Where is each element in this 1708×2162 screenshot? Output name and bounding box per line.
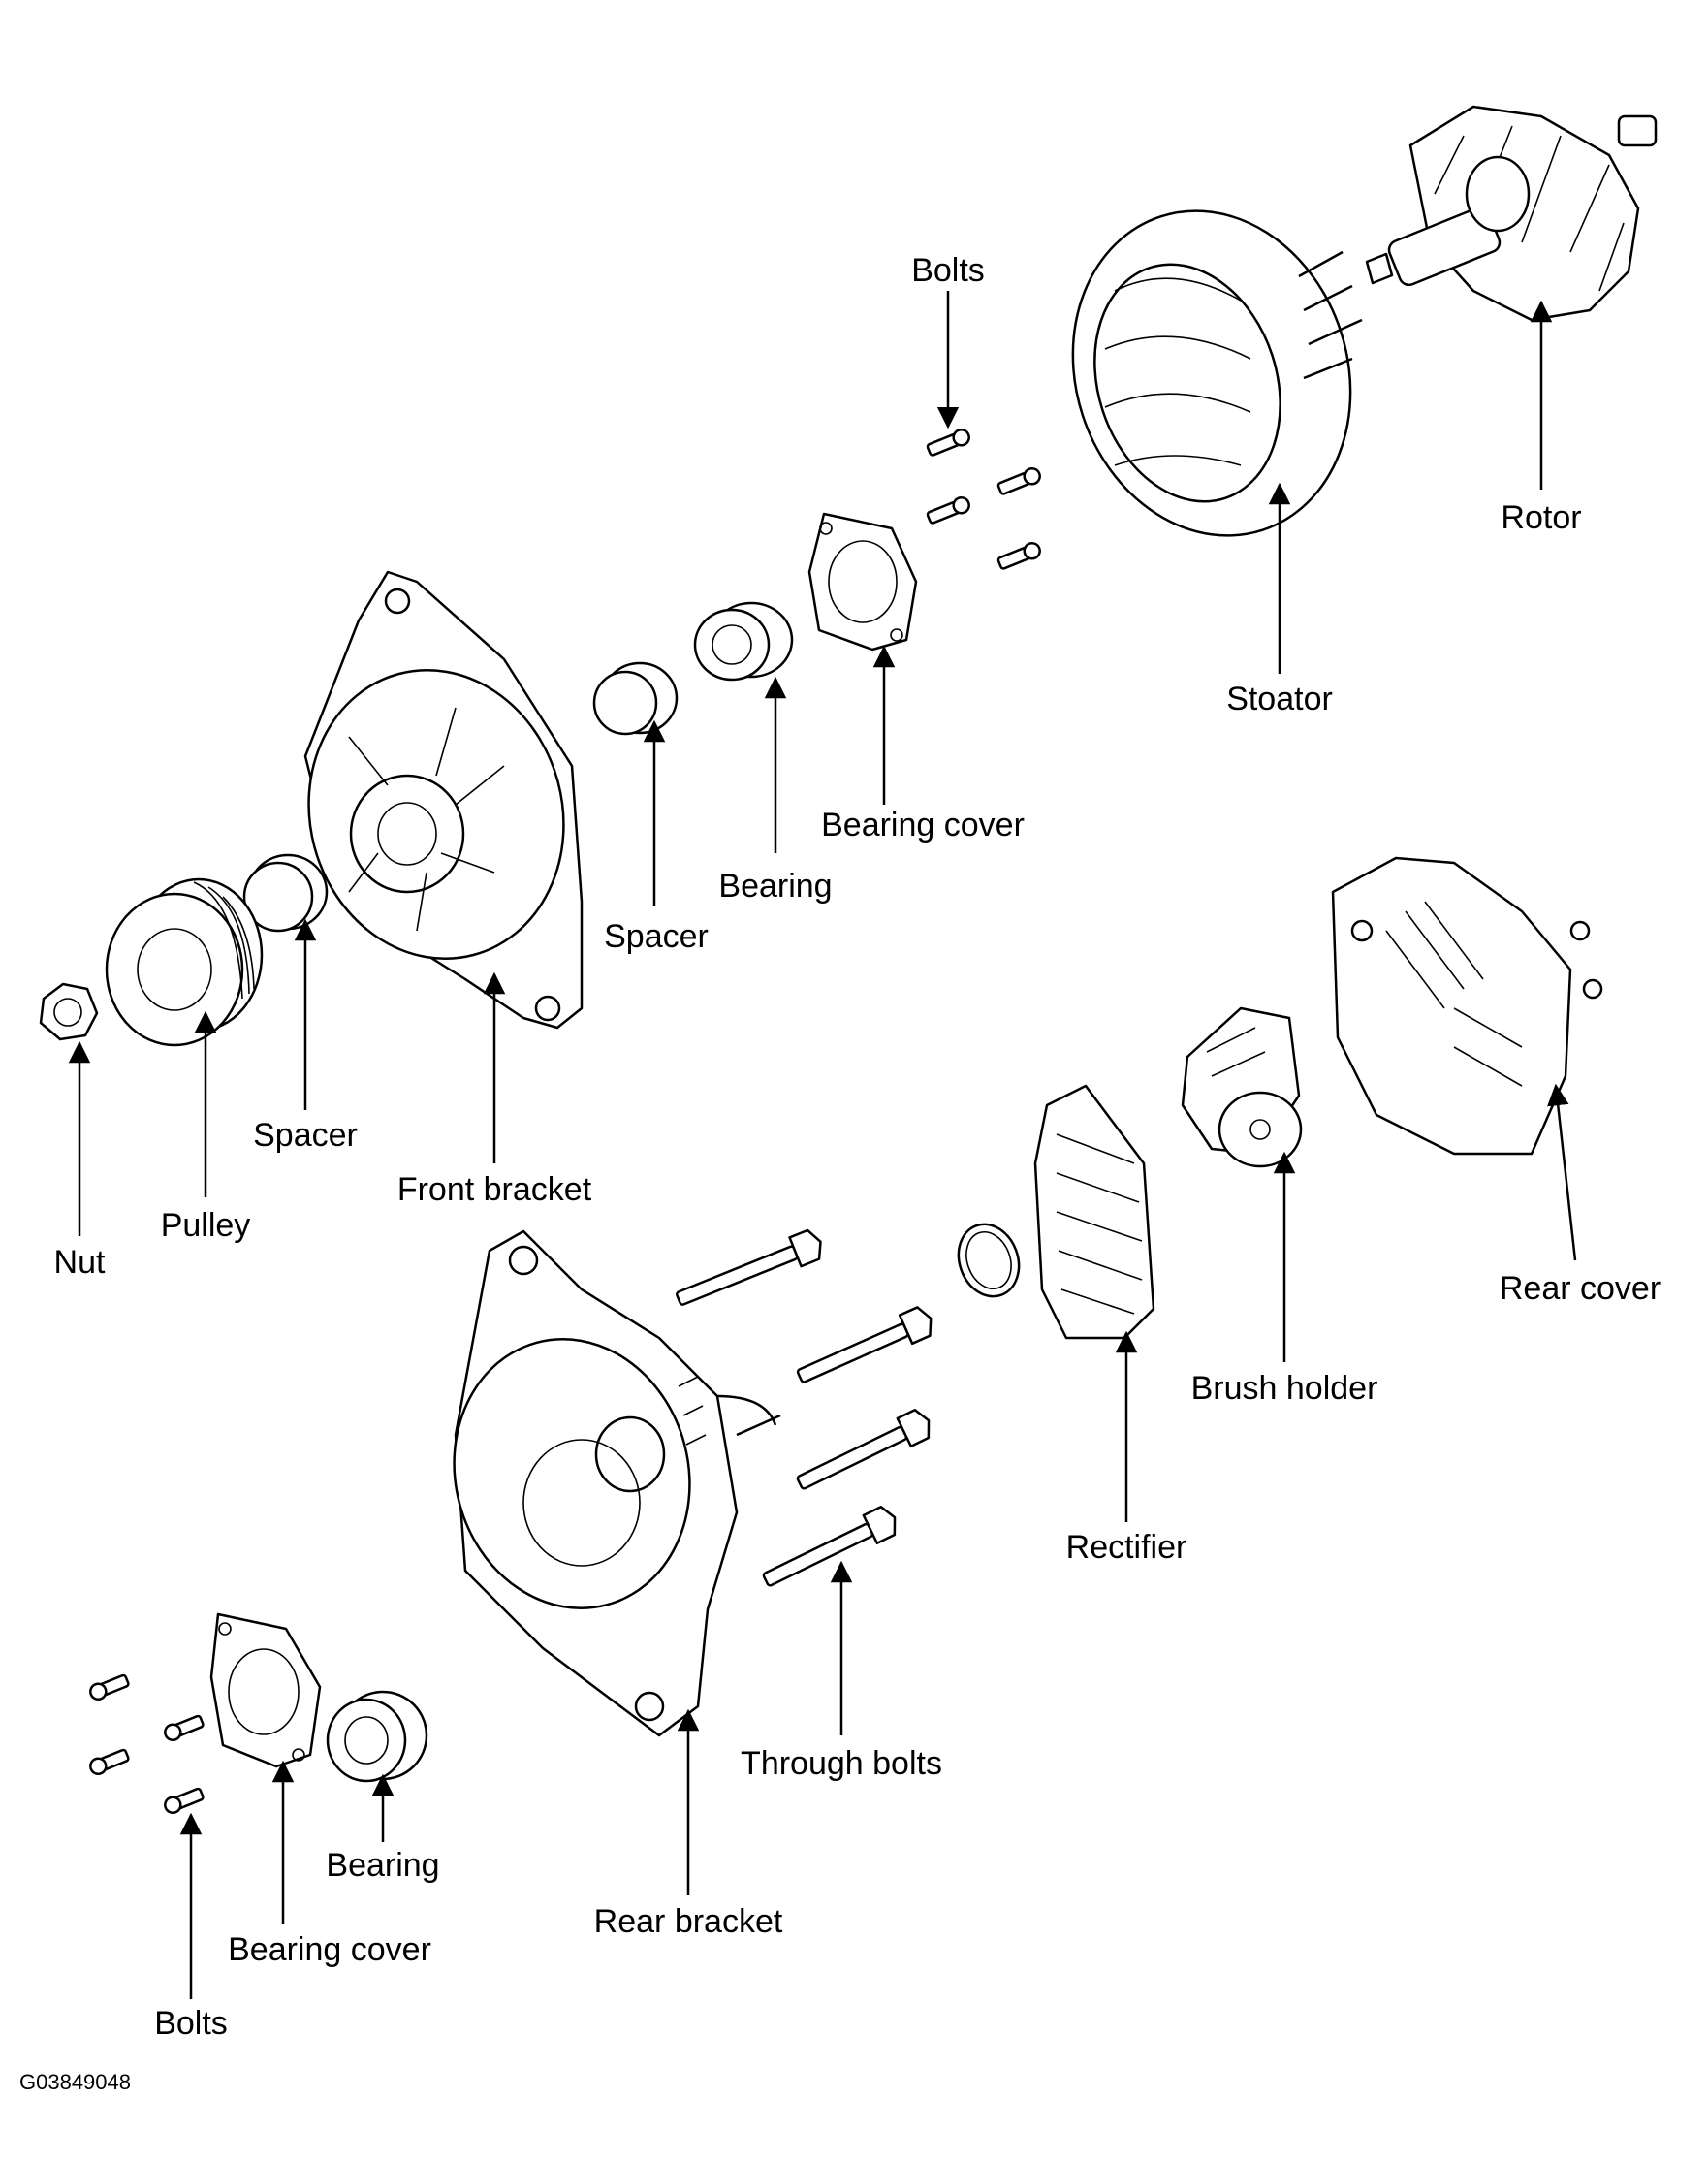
bearing-cover-bottom-part [209, 1612, 322, 1768]
nut-part [39, 982, 99, 1041]
brush-holder-part [1181, 1006, 1303, 1168]
part-labels: Bolts Rotor Stoator Bearing cover Bearin… [19, 252, 1661, 2094]
rotor-part [1365, 105, 1658, 322]
through-bolts-part [676, 1228, 933, 1587]
label-nut: Nut [54, 1244, 106, 1281]
label-bearing-cover-top: Bearing cover [821, 807, 1025, 843]
leader-arrows [68, 291, 1577, 1999]
label-rotor: Rotor [1501, 499, 1581, 536]
label-through-bolts: Through bolts [741, 1745, 942, 1782]
label-bolts-bottom: Bolts [154, 2005, 228, 2042]
label-stoator: Stoator [1226, 681, 1333, 717]
rear-bracket-part [453, 1229, 781, 1737]
spacer-top-part [592, 661, 679, 736]
bolts-top-part [926, 429, 1041, 570]
label-bearing-bottom: Bearing [326, 1847, 439, 1884]
bearing-cover-top-part [807, 512, 918, 652]
label-pulley: Pulley [161, 1207, 251, 1244]
label-bearing-cover-bottom: Bearing cover [228, 1931, 431, 1968]
o-ring-part [957, 1223, 1021, 1298]
label-brush-holder: Brush holder [1191, 1370, 1378, 1407]
label-rectifier: Rectifier [1066, 1529, 1187, 1566]
spacer-mid-part [242, 853, 329, 933]
rectifier-part [1033, 1084, 1155, 1340]
label-rear-bracket: Rear bracket [594, 1903, 783, 1940]
arrow-rear-cover [1547, 1083, 1577, 1261]
rear-cover-part [1331, 856, 1603, 1156]
bolts-bottom-part [89, 1673, 205, 1814]
label-front-bracket: Front bracket [397, 1171, 592, 1208]
pulley-part [105, 877, 264, 1047]
front-bracket-part [303, 570, 584, 1030]
bearing-top-part [693, 601, 794, 682]
label-spacer-top: Spacer [604, 918, 709, 955]
label-bearing-top: Bearing [718, 868, 832, 905]
label-bolts-top: Bolts [911, 252, 985, 289]
stoator-part [1071, 209, 1363, 537]
figure-id: G03849048 [19, 2070, 131, 2094]
label-spacer-mid: Spacer [253, 1117, 358, 1154]
label-rear-cover: Rear cover [1500, 1270, 1661, 1307]
bearing-bottom-part [326, 1690, 428, 1783]
